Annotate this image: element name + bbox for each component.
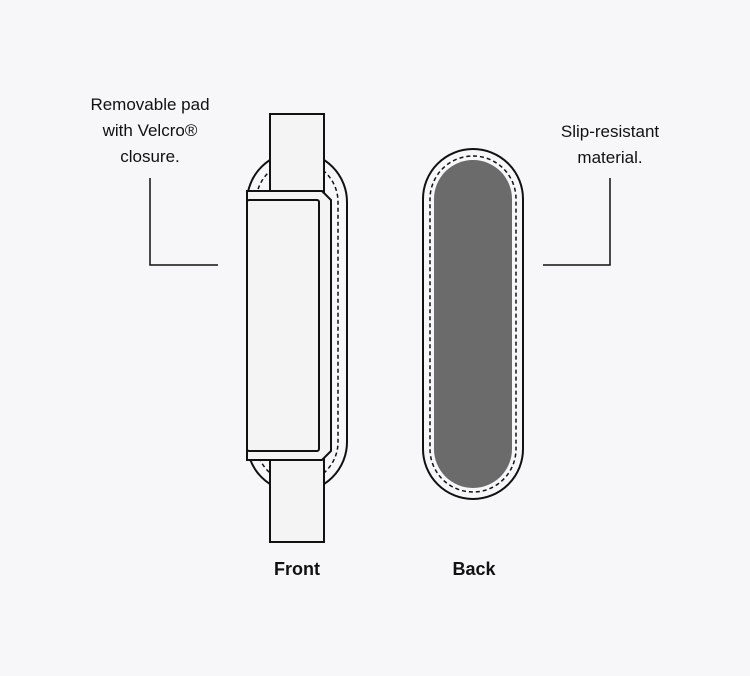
front-callout-text: Removable pad with Velcro® closure. [90,95,210,166]
back-grip-surface [434,160,512,488]
back-pad [422,148,524,500]
front-pad [246,113,348,543]
front-cover-panel [246,199,320,452]
front-caption: Front [274,559,320,579]
front-leader-line [149,178,218,266]
back-caption: Back [452,559,496,579]
back-leader-line [543,178,611,266]
back-callout-text: Slip-resistant material. [560,122,660,167]
